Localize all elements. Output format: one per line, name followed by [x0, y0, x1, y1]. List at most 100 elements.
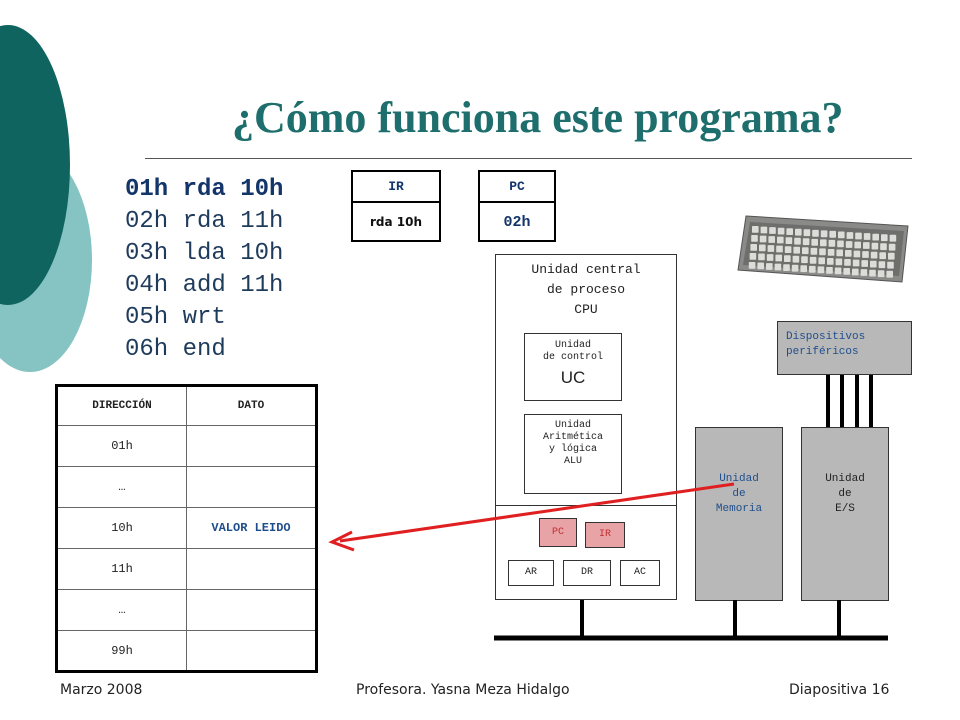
keyboard-key — [852, 268, 859, 276]
keyboard-key — [783, 264, 790, 271]
ir-register: IR rda 10h — [351, 170, 441, 242]
alu-line: y lógica — [548, 444, 597, 455]
keyboard-key — [752, 226, 759, 233]
alu-line: Aritmética — [542, 432, 603, 443]
address-cell: 99h — [56, 630, 187, 672]
keyboard-key — [794, 237, 801, 245]
keyboard-key — [759, 244, 766, 252]
keyboard-key — [750, 244, 757, 251]
keyboard-key — [777, 236, 784, 244]
memory-unit-line: de — [732, 488, 746, 500]
program-listing: 01h rda 10h 02h rda 11h 03h lda 10h 04h … — [125, 174, 283, 366]
cpu-ar-register: AR — [508, 560, 554, 586]
address-cell: 11h — [56, 548, 187, 590]
keyboard-key — [853, 250, 861, 258]
keyboard-key — [861, 260, 868, 267]
footer-date: Marzo 2008 — [60, 682, 143, 698]
ir-register-label: IR — [353, 172, 439, 203]
keyboard-key — [810, 247, 818, 255]
program-line: 06h end — [125, 336, 226, 363]
keyboard-key — [820, 239, 827, 247]
table-row: … — [56, 589, 317, 631]
data-cell — [186, 589, 317, 631]
keyboard-key — [871, 242, 879, 250]
keyboard-key — [802, 238, 810, 246]
memory-unit-line: Memoria — [715, 503, 763, 515]
keyboard-key — [826, 267, 833, 274]
keyboard-key — [834, 267, 842, 275]
keyboard-key — [751, 235, 758, 242]
address-cell: 10h — [56, 507, 187, 549]
keyboard-key — [827, 258, 834, 265]
keyboard-key — [819, 248, 826, 256]
keyboard-key — [785, 237, 793, 244]
keyboard-key — [880, 243, 887, 251]
keyboard-key — [886, 270, 893, 278]
keyboard-key — [845, 250, 852, 257]
program-line: 02h rda 11h — [125, 208, 284, 235]
ir-register-value: rda 10h — [369, 215, 423, 229]
keyboard-key — [889, 234, 897, 242]
keyboard-key — [863, 242, 870, 249]
keyboard-icon — [737, 215, 909, 283]
keyboard-key — [786, 228, 793, 235]
keyboard-key — [768, 236, 775, 243]
data-cell — [186, 425, 317, 467]
keyboard-key — [749, 253, 757, 260]
keyboard-key — [828, 239, 836, 247]
program-line: 03h lda 10h — [125, 240, 284, 267]
keyboard-key — [769, 227, 776, 234]
data-cell — [186, 466, 317, 508]
control-unit-abbr: UC — [560, 368, 586, 387]
keyboard-key — [801, 256, 808, 264]
keyboard-key — [860, 269, 868, 276]
footer-author: Profesora. Yasna Meza Hidalgo — [356, 682, 570, 698]
keyboard-key — [863, 233, 871, 240]
data-cell: VALOR LEIDO — [186, 507, 317, 549]
keyboard-key — [888, 252, 895, 260]
cpu-register-divider — [495, 505, 677, 506]
program-line: 01h rda 10h — [125, 176, 284, 203]
io-unit-line: Unidad — [825, 473, 865, 485]
title-divider — [145, 158, 912, 159]
cpu-ac-register: AC — [620, 560, 660, 586]
keyboard-key — [793, 246, 800, 254]
keyboard-key — [776, 245, 783, 253]
control-unit-line: Unidad — [554, 340, 591, 351]
io-unit: Unidad de E/S — [801, 427, 889, 601]
keyboard-key — [809, 256, 817, 264]
keyboard-key — [844, 259, 851, 266]
keyboard-key — [774, 263, 782, 271]
keyboard-key — [836, 249, 843, 257]
keyboard-key — [855, 232, 862, 240]
keyboard-key — [887, 261, 894, 269]
keyboard-key — [759, 235, 767, 243]
keyboard-key — [748, 262, 756, 269]
keyboard-key — [758, 253, 765, 261]
peripherals-box: Dispositivos periféricos — [777, 321, 912, 375]
table-row: … — [56, 466, 317, 508]
keyboard-key — [784, 246, 792, 253]
table-row: 10h VALOR LEIDO — [56, 507, 317, 549]
keyboard-key — [792, 255, 800, 263]
keyboard-key — [777, 227, 785, 235]
keyboard-key — [827, 249, 835, 256]
keyboard-key — [812, 229, 819, 237]
alu-unit: Unidad Aritmética y lógica ALU — [524, 414, 622, 494]
keyboard-key — [838, 231, 845, 239]
peripherals-line: periféricos — [786, 346, 859, 358]
keyboard-key — [835, 258, 843, 266]
cpu-dr-register: DR — [563, 560, 611, 586]
keyboard-key — [766, 263, 773, 270]
memory-unit: Unidad de Memoria — [695, 427, 783, 601]
cpu-title-line: Unidad central — [531, 262, 641, 277]
keyboard-key — [803, 229, 811, 237]
address-column-header: DIRECCIÓN — [56, 385, 187, 426]
table-row: 11h — [56, 548, 317, 590]
memory-unit-line: Unidad — [719, 473, 759, 485]
peripherals-line: Dispositivos — [786, 331, 866, 343]
keyboard-key — [795, 228, 802, 236]
keyboard-key — [862, 251, 869, 258]
keyboard-key — [881, 234, 888, 242]
keyboard-key — [811, 238, 818, 246]
